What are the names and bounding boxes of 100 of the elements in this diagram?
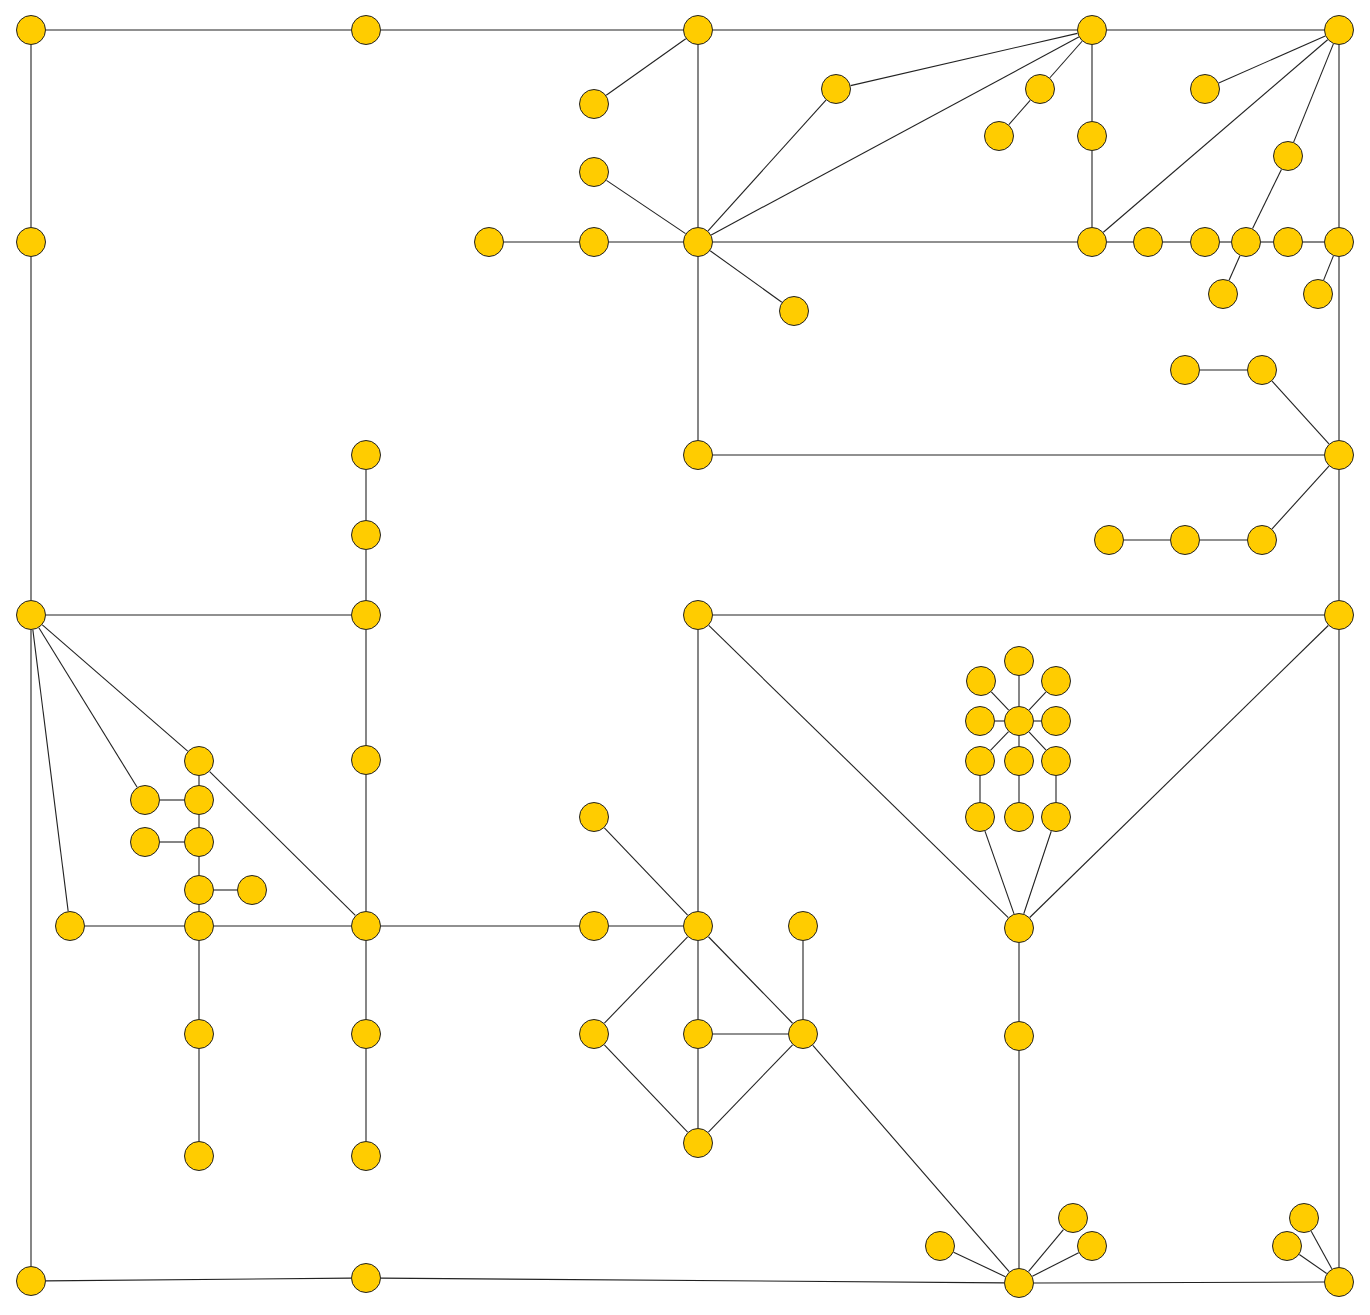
- connector-line: [1055, 775, 1057, 803]
- connector-line: [503, 241, 580, 243]
- connector-line: [850, 32, 1078, 87]
- circle-node: [683, 1019, 713, 1049]
- circle-node: [16, 1266, 46, 1296]
- connector-line: [994, 720, 1005, 722]
- connector-line: [1338, 44, 1340, 228]
- circle-node: [184, 1141, 214, 1171]
- connector-line: [605, 38, 687, 96]
- circle-node: [351, 1019, 381, 1049]
- circle-node: [1004, 1021, 1034, 1051]
- connector-line: [697, 1048, 699, 1129]
- connector-line: [380, 29, 684, 31]
- connector-line: [1323, 255, 1334, 281]
- circle-node: [683, 600, 713, 630]
- circle-node: [683, 911, 713, 941]
- connector-line: [953, 1251, 1006, 1278]
- circle-node: [1041, 666, 1071, 696]
- circle-node: [351, 15, 381, 45]
- connector-line: [1228, 255, 1241, 281]
- connector-line: [365, 774, 367, 912]
- connector-line: [802, 940, 804, 1020]
- connector-line: [603, 936, 689, 1024]
- circle-node: [984, 121, 1014, 151]
- circle-node: [1004, 802, 1034, 832]
- connector-line: [709, 250, 783, 303]
- connector-line: [608, 241, 684, 243]
- connector-line: [84, 925, 185, 927]
- connector-line: [159, 799, 185, 801]
- circle-node: [1247, 525, 1277, 555]
- circle-node: [1025, 74, 1055, 104]
- circle-node: [925, 1231, 955, 1261]
- circle-node: [1041, 746, 1071, 776]
- connector-line: [1260, 241, 1274, 243]
- connector-line: [198, 940, 200, 1020]
- circle-node: [579, 227, 609, 257]
- connector-line: [198, 814, 200, 828]
- circle-node: [821, 74, 851, 104]
- circle-node: [16, 15, 46, 45]
- connector-line: [1218, 35, 1326, 84]
- connector-line: [697, 940, 699, 1020]
- circle-node: [184, 785, 214, 815]
- circle-node: [788, 1019, 818, 1049]
- connector-line: [30, 629, 32, 1267]
- circle-node: [1190, 74, 1220, 104]
- circle-node: [1004, 646, 1034, 676]
- connector-line: [1271, 380, 1330, 445]
- circle-node: [966, 666, 996, 696]
- connector-line: [38, 627, 138, 788]
- circle-node: [184, 911, 214, 941]
- connector-line: [1106, 241, 1134, 243]
- circle-node: [351, 1141, 381, 1171]
- connector-line: [1102, 39, 1329, 233]
- connector-line: [1018, 775, 1020, 803]
- connector-line: [707, 99, 827, 232]
- connector-line: [198, 856, 200, 876]
- connector-line: [603, 827, 689, 916]
- circle-node: [184, 746, 214, 776]
- connector-line: [32, 629, 69, 912]
- connector-line: [1252, 168, 1282, 230]
- connector-line: [1028, 691, 1047, 711]
- connector-line: [697, 44, 699, 228]
- circle-node: [351, 911, 381, 941]
- circle-node: [184, 875, 214, 905]
- connector-line: [1018, 1050, 1020, 1269]
- connector-line: [1302, 241, 1325, 243]
- circle-node: [1324, 1267, 1354, 1297]
- circle-node: [130, 827, 160, 857]
- circle-node: [1058, 1203, 1088, 1233]
- connector-line: [1033, 1281, 1325, 1284]
- connector-line: [603, 1044, 689, 1133]
- connector-line: [1033, 720, 1042, 722]
- circle-node: [1272, 1231, 1302, 1261]
- circle-node: [1273, 227, 1303, 257]
- connector-line: [1028, 1229, 1064, 1272]
- circle-node: [1190, 227, 1220, 257]
- connector-line: [708, 624, 1009, 919]
- circle-node: [1041, 802, 1071, 832]
- connector-line: [1338, 256, 1340, 441]
- circle-node: [351, 1263, 381, 1293]
- circle-node: [1133, 227, 1163, 257]
- circle-node: [683, 440, 713, 470]
- connector-line: [198, 904, 200, 912]
- connector-line: [1271, 465, 1330, 530]
- connector-line: [365, 469, 367, 521]
- connector-line: [1162, 241, 1191, 243]
- circle-node: [683, 1128, 713, 1158]
- connector-line: [1338, 629, 1340, 1268]
- connector-line: [365, 629, 367, 746]
- connector-line: [1049, 40, 1083, 79]
- circle-node: [16, 227, 46, 257]
- connector-line: [1338, 469, 1340, 601]
- circle-node: [579, 802, 609, 832]
- connector-line: [45, 614, 352, 616]
- connector-line: [1029, 624, 1329, 919]
- connector-line: [198, 1048, 200, 1142]
- connector-line: [1018, 735, 1020, 747]
- circle-node: [184, 1019, 214, 1049]
- circle-node: [965, 746, 995, 776]
- circle-node: [1077, 1231, 1107, 1261]
